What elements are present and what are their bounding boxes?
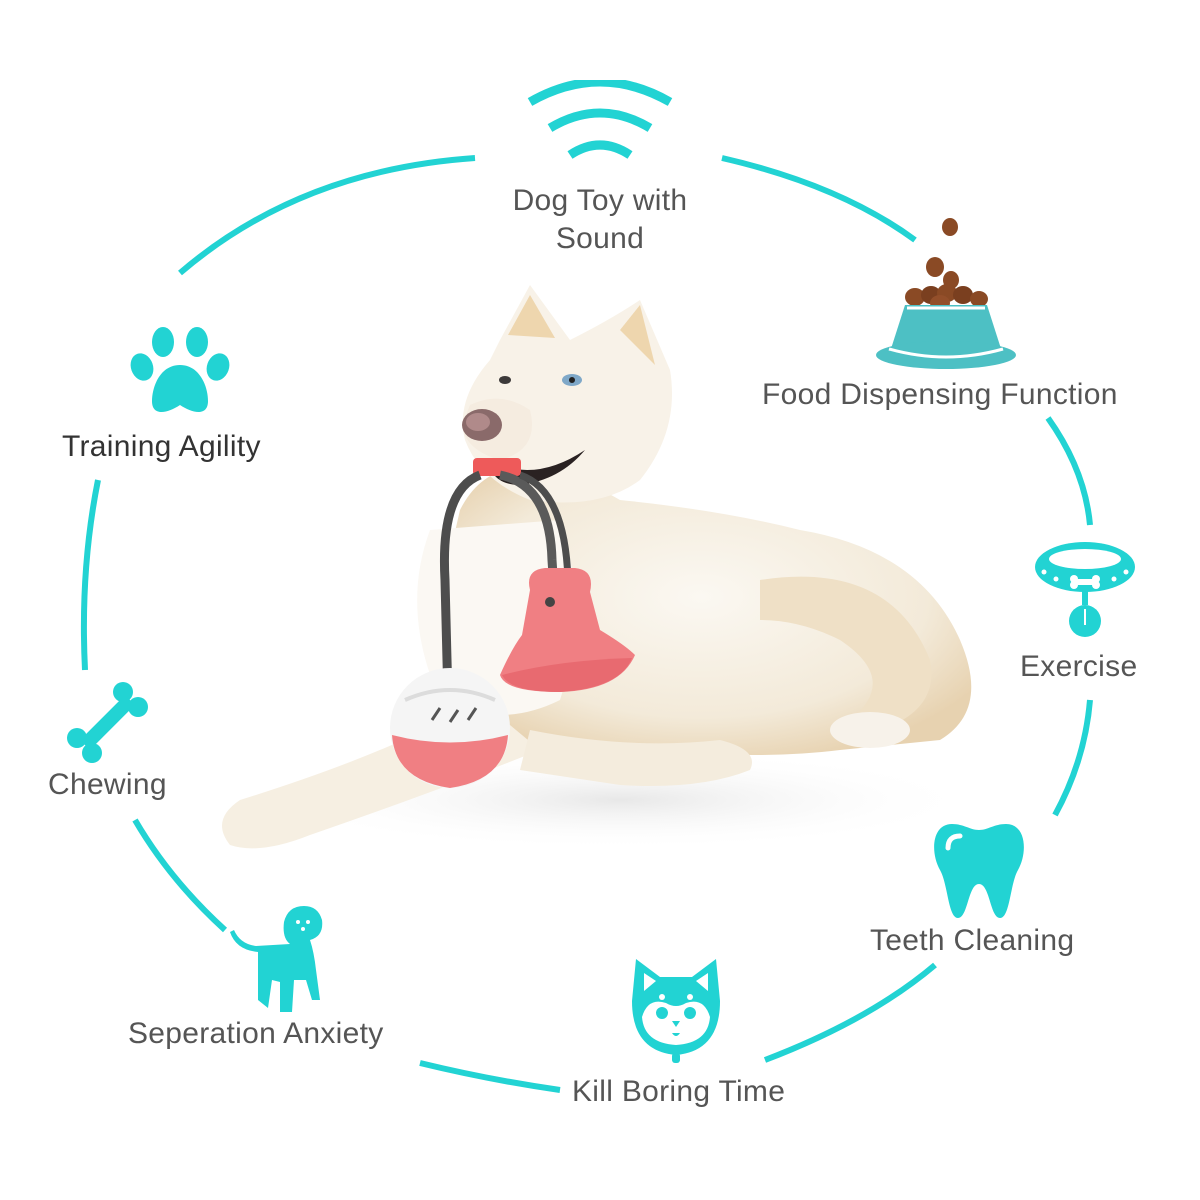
feature-label-sound: Dog Toy with Sound [480,182,720,258]
shiba-face-icon [632,959,720,1063]
feature-label-chewing: Chewing [48,768,167,801]
feature-label-anxiety: Seperation Anxiety [128,1017,384,1050]
feature-label-agility: Training Agility [62,430,261,463]
feature-label-teeth: Teeth Cleaning [870,924,1075,957]
collar-icon [1035,542,1135,637]
paw-icon [130,327,230,412]
label-line-1: Dog Toy with [512,184,688,217]
puppy-icon [230,906,323,1012]
hero-dog-image [222,285,980,850]
feature-label-exercise: Exercise [1020,650,1138,683]
food-bowl-icon [876,218,1016,369]
tooth-icon [934,824,1024,918]
feature-label-boring: Kill Boring Time [572,1075,786,1108]
sound-waves-icon [527,80,673,159]
feature-label-food: Food Dispensing Function [762,378,1118,411]
bone-icon [67,682,148,763]
label-line-2: Sound [555,222,645,255]
